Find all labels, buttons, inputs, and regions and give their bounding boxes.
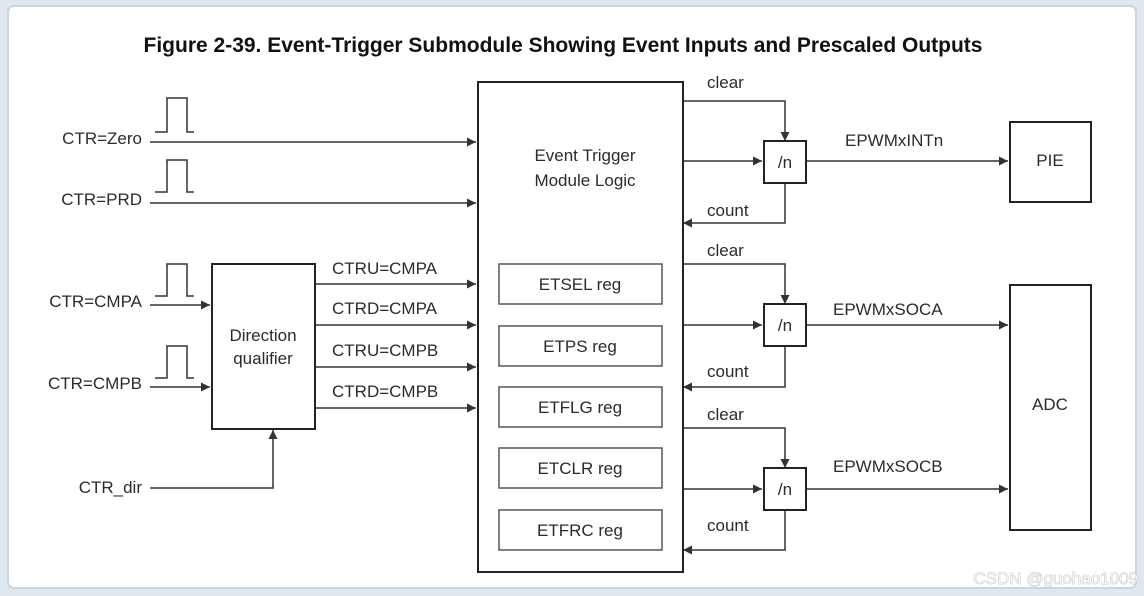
register-label-etfrc: ETFRC reg bbox=[537, 521, 623, 540]
prescaler-label-int: /n bbox=[778, 153, 792, 172]
figure-title: Figure 2-39. Event-Trigger Submodule Sho… bbox=[144, 34, 983, 57]
prescaler-label-socb: /n bbox=[778, 480, 792, 499]
count-label-int: count bbox=[707, 201, 749, 220]
clear-label-socb: clear bbox=[707, 405, 744, 424]
register-label-etps: ETPS reg bbox=[543, 337, 617, 356]
watermark: CSDN @guohao1009 bbox=[973, 569, 1138, 588]
input-label-ctr-dir: CTR_dir bbox=[79, 478, 143, 497]
register-list: ETSEL reg ETPS reg ETFLG reg ETCLR reg E… bbox=[498, 263, 663, 551]
prescaler-box-soca bbox=[763, 303, 807, 347]
module-title-line1: Event Trigger bbox=[534, 146, 635, 165]
output-label-soca: EPWMxSOCA bbox=[833, 300, 943, 319]
register-box bbox=[498, 447, 663, 489]
pulse-icon-cmpa bbox=[155, 263, 194, 297]
module-title-line2: Module Logic bbox=[534, 171, 636, 190]
output-label-int: EPWMxINTn bbox=[845, 131, 943, 150]
register-box bbox=[498, 263, 663, 305]
count-line-soca bbox=[683, 346, 786, 392]
output-label-socb: EPWMxSOCB bbox=[833, 457, 943, 476]
clear-line-socb bbox=[683, 427, 790, 468]
direction-qualifier-box bbox=[211, 263, 316, 430]
register-box bbox=[498, 386, 663, 428]
signal-label-ctru-cmpa: CTRU=CMPA bbox=[332, 259, 438, 278]
count-label-socb: count bbox=[707, 516, 749, 535]
prescaler-box-int bbox=[763, 140, 807, 184]
direction-qualifier-line1: Direction bbox=[229, 326, 296, 345]
register-label-etclr: ETCLR reg bbox=[537, 459, 622, 478]
signal-label-ctrd-cmpa: CTRD=CMPA bbox=[332, 299, 438, 318]
adc-label: ADC bbox=[1032, 395, 1068, 414]
adc-box bbox=[1009, 284, 1092, 531]
direction-qualifier-line2: qualifier bbox=[233, 349, 293, 368]
count-line-int bbox=[683, 182, 786, 228]
signal-label-ctru-cmpb: CTRU=CMPB bbox=[332, 341, 438, 360]
clear-line-soca bbox=[683, 263, 790, 304]
pulse-icon-cmpb bbox=[155, 345, 194, 379]
input-label-ctr-cmpa: CTR=CMPA bbox=[49, 292, 142, 311]
line-ctr-dir bbox=[150, 430, 278, 489]
register-label-etflg: ETFLG reg bbox=[538, 398, 622, 417]
pulse-icon-prd bbox=[155, 159, 194, 193]
clear-label-soca: clear bbox=[707, 241, 744, 260]
register-box bbox=[498, 325, 663, 367]
count-line-socb bbox=[683, 510, 786, 555]
register-box bbox=[498, 509, 663, 551]
input-label-ctr-zero: CTR=Zero bbox=[62, 129, 142, 148]
input-label-ctr-prd: CTR=PRD bbox=[61, 190, 142, 209]
prescaler-label-soca: /n bbox=[778, 316, 792, 335]
clear-label-int: clear bbox=[707, 73, 744, 92]
clear-line-int bbox=[683, 100, 790, 141]
count-label-soca: count bbox=[707, 362, 749, 381]
prescaler-box-socb bbox=[763, 467, 807, 511]
register-label-etsel: ETSEL reg bbox=[539, 275, 622, 294]
input-label-ctr-cmpb: CTR=CMPB bbox=[48, 374, 142, 393]
signal-label-ctrd-cmpb: CTRD=CMPB bbox=[332, 382, 438, 401]
pie-label: PIE bbox=[1036, 151, 1063, 170]
pulse-icon-zero bbox=[155, 97, 194, 133]
pie-box bbox=[1009, 121, 1092, 203]
